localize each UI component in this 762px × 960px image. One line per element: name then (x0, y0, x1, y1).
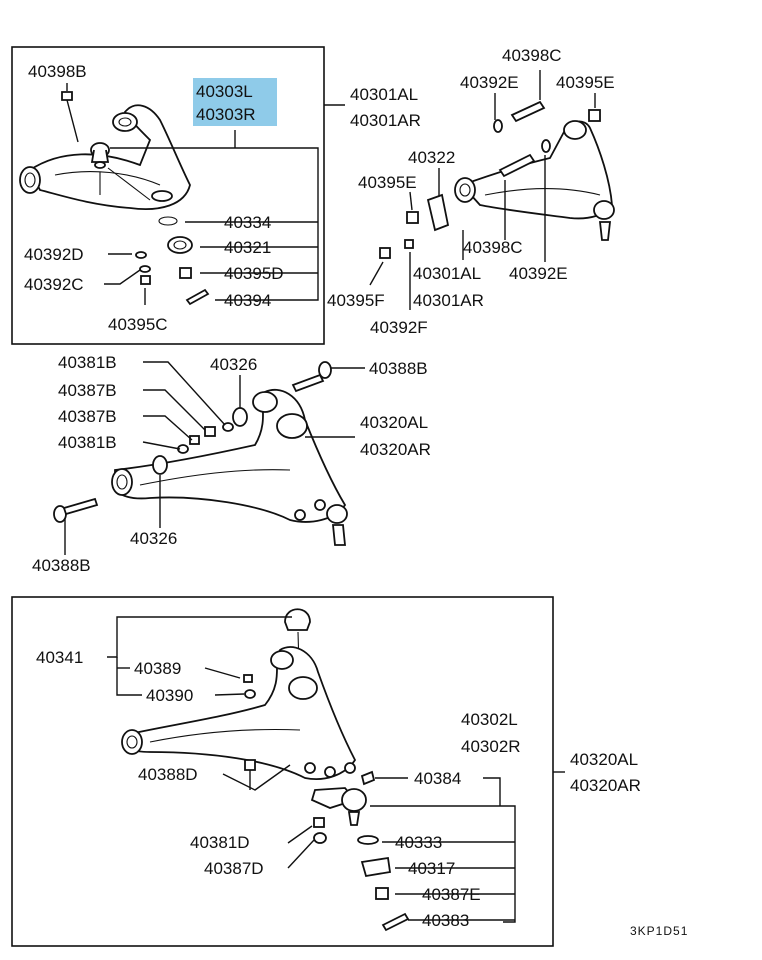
label-40333: 40333 (395, 833, 442, 852)
upper-arm-box (11, 46, 325, 345)
label-40321: 40321 (224, 238, 271, 257)
label-40398C: 40398C (463, 238, 523, 257)
label-40395D: 40395D (224, 264, 284, 283)
label-40395F: 40395F (327, 291, 385, 310)
label-40395E-top: 40395E (556, 73, 615, 92)
lower-box-leaders (107, 616, 565, 923)
label-40387D: 40387D (204, 859, 264, 878)
label-40394: 40394 (224, 291, 271, 310)
label-40320AL: 40320AL (360, 413, 428, 432)
label-40322: 40322 (408, 148, 455, 167)
upper-arm-drawing (19, 91, 210, 306)
label-40387B-b: 40387B (58, 407, 117, 426)
label-40392F: 40392F (370, 318, 428, 337)
label-40381B-b: 40381B (58, 433, 117, 452)
label-40392E: 40392E (509, 264, 568, 283)
diagram-code: 3KP1D51 (630, 924, 688, 938)
lower-arm-drawing (53, 361, 348, 546)
label-40388B: 40388B (32, 556, 91, 575)
label-40301AL-right: 40301AL (413, 264, 481, 283)
label-40390: 40390 (146, 686, 193, 705)
label-40302R: 40302R (461, 737, 521, 756)
lower-arm-leaders (64, 361, 365, 555)
label-40334: 40334 (224, 213, 271, 232)
lower-box-drawing (121, 608, 410, 932)
label-40326: 40326 (130, 529, 177, 548)
highlighted-part-label-bg (193, 78, 277, 126)
label-40381D: 40381D (190, 833, 250, 852)
label-40395C: 40395C (108, 315, 168, 334)
label-40398B: 40398B (28, 62, 87, 81)
upper-arm-exploded-drawing (379, 100, 615, 259)
label-40388B-top: 40388B (369, 359, 428, 378)
label-40392E-top: 40392E (460, 73, 519, 92)
label-40301AR: 40301AR (350, 111, 421, 130)
label-40317: 40317 (408, 859, 455, 878)
label-40398C-top: 40398C (502, 46, 562, 65)
label-40387E: 40387E (422, 885, 481, 904)
label-40320AR: 40320AR (360, 440, 431, 459)
label-40383: 40383 (422, 911, 469, 930)
label-40320AR-lower: 40320AR (570, 776, 641, 795)
label-40384: 40384 (414, 769, 461, 788)
label-40303L: 40303L (196, 82, 253, 101)
label-40389: 40389 (134, 659, 181, 678)
label-40301AL: 40301AL (350, 85, 418, 104)
label-40381B-a: 40381B (58, 353, 117, 372)
label-40326-top: 40326 (210, 355, 257, 374)
label-40395E: 40395E (358, 173, 417, 192)
label-40392D: 40392D (24, 245, 84, 264)
label-40387B-a: 40387B (58, 381, 117, 400)
upper-right-leaders (369, 70, 596, 310)
label-40341: 40341 (36, 648, 83, 667)
label-40301AR-right: 40301AR (413, 291, 484, 310)
upper-box-leaders (66, 83, 345, 305)
label-40392C: 40392C (24, 275, 84, 294)
label-40302L: 40302L (461, 710, 518, 729)
label-40388D: 40388D (138, 765, 198, 784)
label-40320AL-lower: 40320AL (570, 750, 638, 769)
label-40303R: 40303R (196, 105, 256, 124)
